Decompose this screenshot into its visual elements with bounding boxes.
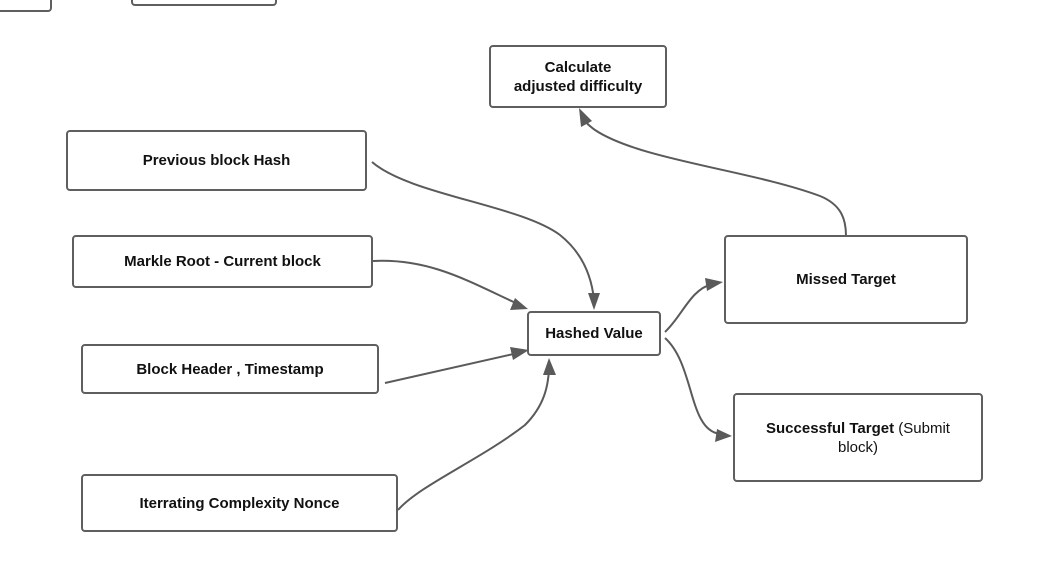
node-label: Calculate adjusted difficulty — [513, 58, 643, 95]
edge-previous-to-hashed — [371, 161, 595, 301]
edge-markle-to-hashed — [372, 259, 519, 305]
node-label: Successful Target (Submit block) — [756, 419, 961, 457]
node-label: Previous block Hash — [142, 152, 291, 169]
edge-header-to-hashed — [384, 352, 519, 384]
arrowhead-missed — [705, 278, 723, 291]
arrowhead-calculate — [579, 108, 592, 127]
node-label: Hashed Value — [545, 325, 643, 342]
arrowhead-header — [510, 347, 529, 360]
arrowhead-successful — [715, 429, 732, 442]
node-previous-block-hash[interactable]: Previous block Hash — [66, 130, 367, 191]
node-label: Iterrating Complexity Nonce — [139, 494, 340, 512]
node-markle-root[interactable]: Markle Root - Current block — [72, 235, 373, 288]
node-label-bold: Successful Target — [766, 419, 895, 437]
node-label-rest: (Submit block) — [837, 419, 950, 456]
node-iterrating-complexity-nonce[interactable]: Iterrating Complexity Nonce — [81, 474, 398, 532]
edge-nonce-to-hashed — [397, 369, 550, 511]
node-hashed-value[interactable]: Hashed Value — [527, 311, 661, 356]
node-label: Markle Root - Current block — [124, 253, 321, 270]
node-block-header-timestamp[interactable]: Block Header , Timestamp — [81, 344, 379, 394]
node-missed-target[interactable]: Missed Target — [724, 235, 968, 324]
node-label: Missed Target — [796, 271, 896, 288]
edge-hashed-to-missed — [664, 283, 713, 333]
clipped-node-left — [0, 0, 52, 12]
node-successful-target[interactable]: Successful Target (Submit block) — [733, 393, 983, 482]
edge-hashed-to-successful — [664, 337, 721, 435]
edge-missed-to-calculate — [582, 117, 847, 237]
arrowhead-previous — [588, 293, 600, 310]
node-calculate-adjusted-difficulty[interactable]: Calculate adjusted difficulty — [489, 45, 667, 108]
clipped-node-top — [131, 0, 277, 6]
arrowhead-markle — [510, 298, 528, 310]
node-label: Block Header , Timestamp — [136, 360, 324, 378]
arrowhead-nonce — [543, 358, 556, 375]
